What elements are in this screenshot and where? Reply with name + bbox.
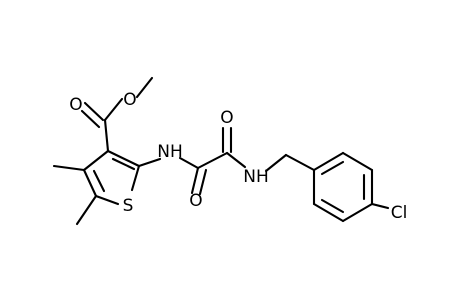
bond-amide-carbon-to-amide-carbon bbox=[196, 151, 229, 170]
bond-nh-right-to-ch2 bbox=[264, 153, 288, 173]
bond-ring-s-c5 bbox=[94, 194, 120, 206]
bond-carbonyl-double-a bbox=[83, 101, 105, 122]
bond-phenyl-to-chlorine bbox=[370, 202, 390, 210]
bond-phenyl-1-2 bbox=[312, 151, 345, 172]
ester-oxygen-label: O bbox=[123, 90, 136, 110]
bond-ch2-to-phenyl bbox=[284, 153, 316, 172]
bond-carbonyl-double-b bbox=[80, 109, 101, 129]
chlorine-label: Cl bbox=[391, 203, 408, 223]
bond-phenyl-4-5 bbox=[341, 202, 374, 223]
bond-c5-methyl bbox=[75, 194, 98, 226]
bond-ring-c2-s bbox=[130, 164, 141, 192]
bond-c2-to-nh bbox=[137, 157, 162, 168]
bond-phenyl-5-6-inner bbox=[320, 198, 345, 214]
bond-phenyl-1-2-inner bbox=[320, 160, 345, 176]
bond-carbonyl-carbon-to-ring bbox=[103, 118, 110, 153]
thiophene-sulfur-label: S bbox=[123, 196, 134, 216]
ester-carbonyl-oxygen-label: O bbox=[69, 95, 82, 115]
amide-oxygen-bottom-label: O bbox=[189, 191, 202, 211]
amide-oxygen-top-label: O bbox=[220, 108, 233, 128]
bond-ring-c4-c3 bbox=[82, 149, 110, 172]
bond-lower-amide-co-a bbox=[190, 166, 200, 195]
bond-phenyl-5-6 bbox=[312, 202, 345, 223]
bond-nh-to-amide-carbon bbox=[178, 156, 200, 170]
amide-nh-right-label: NH bbox=[243, 167, 269, 187]
bond-ring-c5-c4 bbox=[82, 168, 98, 198]
bond-phenyl-2-3 bbox=[341, 151, 374, 172]
bond-amide-carbon-to-nh-right bbox=[225, 151, 247, 169]
bond-ring-c5-c4-inner bbox=[92, 169, 106, 193]
amide-nh-left-label: NH bbox=[157, 142, 183, 162]
bond-ring-c3-c2 bbox=[106, 149, 141, 168]
bond-methyl-to-ester-oxygen bbox=[135, 76, 154, 99]
bond-lower-amide-co-b bbox=[198, 168, 208, 196]
bond-ester-oxygen-to-carbonyl-carbon bbox=[103, 97, 124, 122]
bond-ring-c3-c2-inner bbox=[111, 157, 136, 171]
bond-c4-methyl bbox=[52, 164, 86, 172]
